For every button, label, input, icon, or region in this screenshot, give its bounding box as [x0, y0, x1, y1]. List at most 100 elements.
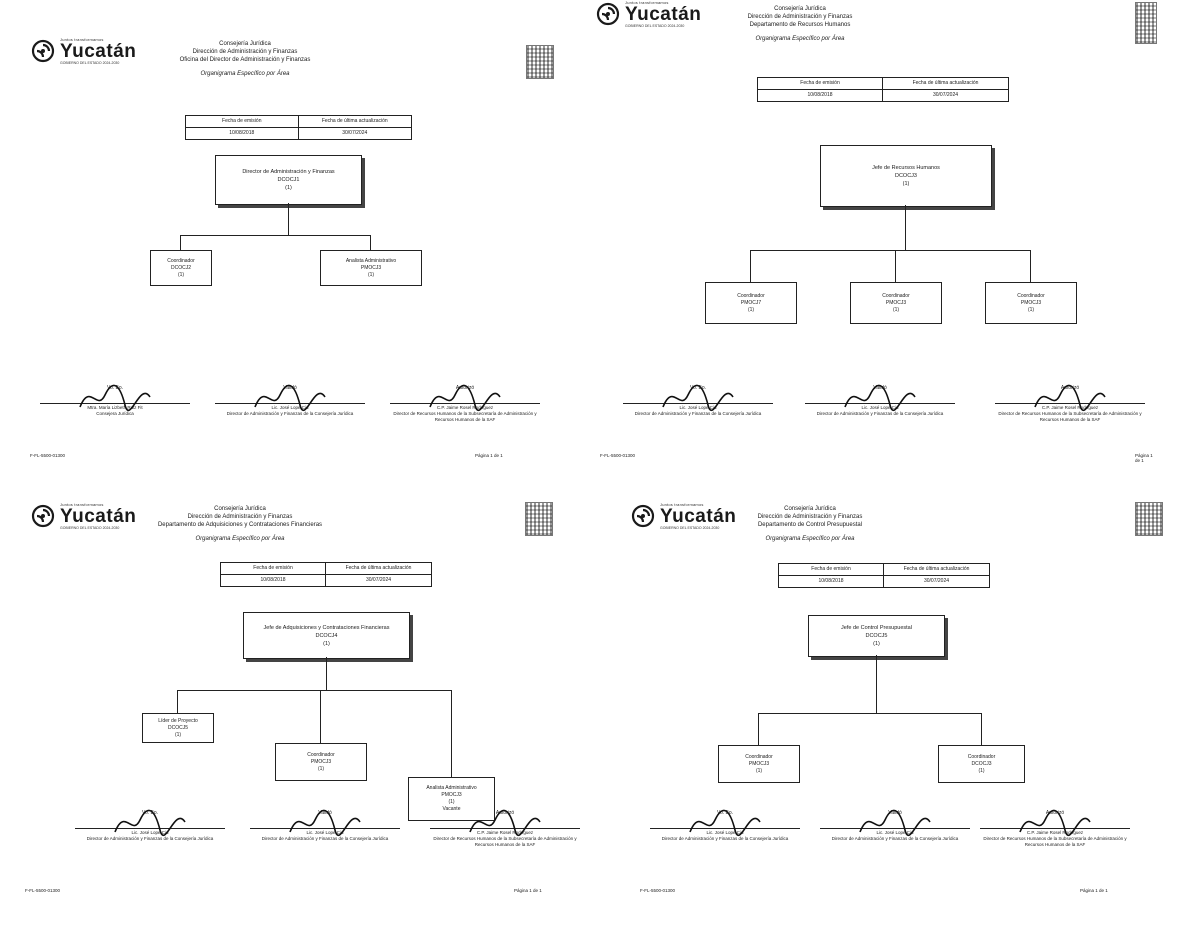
- org-box-text: PMOCJ3: [885, 299, 907, 306]
- signature-line: [430, 828, 580, 829]
- handwritten-signature-icon: [840, 377, 920, 413]
- signature-caption: Autorizó: [495, 810, 515, 816]
- org-box-text: (1): [177, 271, 185, 278]
- logo-subtitle: GOBIERNO DEL ESTADO 2024-2030: [60, 61, 120, 65]
- logo-wordmark: Yucatán: [625, 4, 702, 25]
- org-box-text: (1): [367, 271, 375, 278]
- logo-tagline: Juntos transformamos: [625, 0, 669, 5]
- connector-trunk: [325, 657, 327, 690]
- handwritten-signature-icon: [75, 377, 155, 413]
- connector-drop: [980, 713, 982, 745]
- org-box-text: Coordinador: [167, 257, 195, 264]
- connector-bus: [180, 235, 370, 236]
- header-line: Departamento de Recursos Humanos: [749, 22, 851, 28]
- header-line: Organigrama Específico por Área: [755, 36, 845, 42]
- connector-trunk: [287, 203, 289, 235]
- org-box-text: (1): [873, 641, 880, 647]
- org-box-text: PMOCJ3: [310, 758, 332, 765]
- signer-name: Lic. José Lope Ciu: [679, 405, 717, 410]
- signer-name: Lic. José Lope Ciu: [876, 830, 914, 835]
- logo-subtitle: GOBIERNO DEL ESTADO 2024-2030: [60, 526, 120, 530]
- org-box-text: DCOCJ5: [167, 724, 188, 731]
- header-line: Consejería Jurídica: [784, 506, 836, 512]
- org-box-text: (1): [892, 306, 900, 313]
- issue-date-label: Fecha de emisión: [186, 116, 299, 128]
- signer-role: Director de Administración y Finanzas de…: [661, 836, 789, 841]
- page-number: Página 1 de 1: [1135, 453, 1153, 463]
- signature-line: [650, 828, 800, 829]
- signature-caption: Vo. Bo.: [141, 810, 159, 816]
- signer-name: Lic. José Lope Ciu: [131, 830, 169, 835]
- update-date-value: 30/07/2024: [342, 130, 368, 136]
- signer-name: Mtra. María Lizbeth Ruiz Fit: [87, 405, 143, 410]
- signature-line: [75, 828, 225, 829]
- signature-caption: Vo. Bo.: [106, 385, 124, 391]
- qr-code: [1135, 502, 1163, 536]
- update-date-label: Fecha de última actualización: [326, 563, 431, 575]
- issue-date-label: Fecha de emisión: [221, 563, 326, 575]
- org-box-text: Analista Administrativo: [345, 257, 397, 264]
- org-box-text: DCOCJ4: [315, 632, 338, 639]
- org-box-text: (1): [174, 731, 182, 738]
- org-box-text: Director de Administración y Finanzas: [242, 169, 335, 175]
- org-box-text: (1): [448, 799, 455, 805]
- header-line: Dirección de Administración y Finanzas: [757, 514, 863, 520]
- connector-drop: [370, 235, 371, 250]
- org-box-text: (1): [978, 767, 985, 774]
- logo-wordmark: Yucatán: [60, 506, 137, 527]
- header-line: Dirección de Administración y Finanzas: [192, 49, 298, 55]
- org-box-text: Coordinador: [307, 751, 335, 758]
- signer-name: C.P. Jaime Rosel Rodríguez: [436, 405, 494, 410]
- issue-date-label: Fecha de emisión: [758, 78, 883, 90]
- org-box-text: Coordinador: [737, 292, 765, 299]
- signer-role: Director de Administración y Finanzas de…: [816, 411, 944, 416]
- org-box-text: (1): [317, 765, 325, 772]
- org-box-text: DCOCJ5: [865, 633, 888, 639]
- form-code: F-FL-5500-01300: [25, 888, 61, 893]
- connector-drop: [895, 250, 896, 282]
- signature-caption: Validó: [283, 385, 297, 391]
- yucatan-emblem-icon: [630, 503, 656, 529]
- update-date-label: Fecha de última actualización: [883, 78, 1008, 90]
- yucatan-emblem-icon: [595, 1, 621, 27]
- org-box-text: (1): [323, 640, 330, 647]
- update-date-label: Fecha de última actualización: [884, 564, 989, 576]
- connector-trunk: [875, 655, 877, 713]
- signature-caption: Autorizó: [1060, 385, 1080, 391]
- org-box-text: Analista Administrativo: [426, 785, 477, 791]
- org-box-text: Líder de Proyecto: [158, 717, 198, 724]
- page-number: Página 1 de 1: [475, 453, 503, 458]
- org-box-text: (1): [755, 767, 763, 774]
- org-box-text: (1): [902, 181, 910, 187]
- org-box-text: DCOCJ1: [277, 177, 300, 183]
- org-box-text: Jefe de Recursos Humanos: [872, 165, 940, 171]
- signer-role: Director de Recursos Humanos de la Subse…: [433, 836, 577, 847]
- issue-date-value: 10/08/2018: [186, 128, 299, 139]
- signature-caption: Autorizó: [455, 385, 475, 391]
- org-box-text: Jefe de Control Presupuestal: [841, 625, 912, 631]
- logo-tagline: Juntos transformamos: [60, 502, 104, 507]
- org-box-text: (1): [285, 185, 292, 191]
- header-line: Organigrama Específico por Área: [200, 71, 290, 77]
- form-code: F-FL-5500-01300: [640, 888, 676, 893]
- header-line: Organigrama Específico por Área: [765, 536, 855, 542]
- signer-name: Lic. José Lope Ciu: [306, 830, 344, 835]
